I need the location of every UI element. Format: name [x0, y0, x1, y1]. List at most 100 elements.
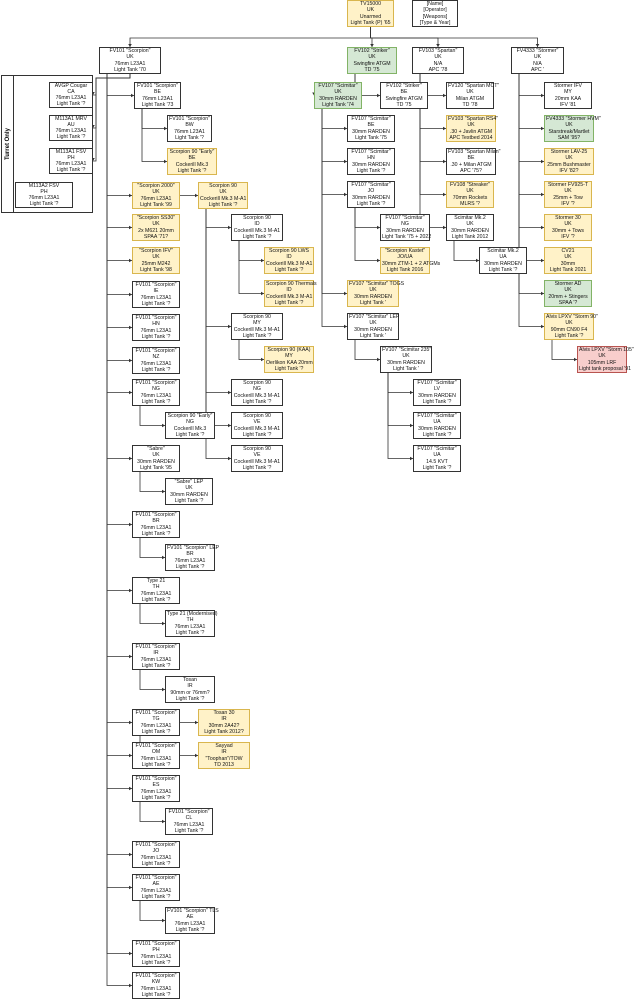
node-line: BR: [152, 518, 160, 525]
node-line: 76mm L23A1: [173, 821, 205, 828]
edge-fv101-tg-arrow: [129, 720, 132, 725]
edge-sc_jo-kastet-arrow: [377, 258, 380, 263]
node-line: UK: [466, 221, 474, 228]
node-line: UK: [152, 452, 160, 459]
edge-br-brlep: [139, 538, 165, 558]
edge-scmk2uk-scmk2ua-arrow: [476, 258, 479, 263]
edge-sc235-sc_ua1-arrow: [410, 423, 413, 428]
edge-scmk2uk-scmk2ua: [453, 241, 479, 261]
node-line: AU: [67, 121, 75, 128]
node-line: "Scorpion 2000": [137, 183, 175, 190]
edge-fv103-streaker-arrow: [443, 192, 446, 197]
node-line: 30mm RARDEN: [354, 326, 392, 333]
node-line: Scorpion 90: [243, 215, 271, 222]
node-line: AE: [186, 914, 194, 921]
edge-fv107uk-sc_hn: [321, 109, 347, 162]
node-line: Oerlikon KAA 20mm: [266, 359, 313, 366]
node-line: Light Tank '?: [141, 761, 171, 768]
node-line: FV4333 "Stormer HVM": [546, 116, 601, 123]
edge-fv101-om: [106, 74, 132, 756]
edge-ir-tosan: [139, 670, 165, 690]
node-line: IE: [153, 288, 159, 295]
node-line: NG: [401, 221, 409, 228]
node-line: Light Tank '?: [141, 893, 171, 900]
node-line: Light Tank '?: [141, 333, 171, 340]
edge-fv103-rs4-arrow: [443, 126, 446, 131]
node-line: UK: [564, 221, 572, 228]
node-line: 30mm 2A42?: [208, 722, 240, 729]
node-line: FV107 "Scimitar": [351, 116, 391, 123]
edge-tv15000-fv4333: [370, 27, 538, 47]
node-line: FV101 "Scorpion": [135, 875, 177, 882]
edge-fv4333-sthvm: [518, 74, 544, 129]
edge-storm90-storm105: [551, 340, 577, 360]
node-line: Swingfire ATGM: [353, 60, 391, 67]
edge-fv4333-sthvm-arrow: [541, 126, 544, 131]
node-line: NG: [152, 386, 160, 393]
edge-sc235-sc_lv-arrow: [410, 390, 413, 395]
node-line: IR: [153, 650, 159, 657]
node-line: ID: [254, 221, 260, 228]
node-line: UK: [565, 320, 573, 327]
node-line: 76mm L23A1: [174, 128, 205, 135]
node-line: Light Tank '?: [56, 167, 86, 174]
node-line: Light Tank '?: [488, 266, 518, 273]
edge-fv107uk-sc_be-arrow: [344, 126, 347, 131]
node-line: FV101 "Scorpion": [135, 743, 177, 750]
edge-ae-aetls-arrow: [162, 918, 165, 923]
node-line: Light Tank '?: [274, 266, 304, 273]
edge-be73-bw-arrow: [164, 126, 167, 131]
node-line: 76mm L23A1: [114, 60, 146, 67]
node-line: [Operator]: [423, 7, 447, 14]
node-line: 30mm RARDEN: [137, 458, 175, 465]
edge-fv101-sabre: [106, 74, 132, 459]
node-line: Light Tank ': [360, 332, 386, 339]
node-line: UK: [565, 122, 573, 129]
node-line: UK: [466, 89, 474, 96]
node-line: BW: [185, 122, 194, 129]
turret-only-label-cell: Turret Only: [2, 76, 14, 212]
node-line: Light Tank '73: [141, 101, 174, 108]
node-line: Cockerill Mk.3 M-A1: [266, 293, 313, 300]
node-line: 76mm L23A1: [174, 557, 206, 564]
edge-s90uk-s90ve1-arrow: [228, 423, 231, 428]
edge-fv107uk-sc_jo: [321, 109, 347, 195]
node-line: PH: [40, 188, 48, 195]
edge-es-cl: [139, 802, 165, 822]
node-line: Light Tank 2012: [451, 233, 489, 240]
node-line: 76mm L23A1: [140, 392, 172, 399]
node-line: "Sabre" LEP: [174, 479, 204, 486]
edge-sc_lep-sc235: [354, 340, 380, 360]
node-line: FV101 "Scorpion": [135, 941, 177, 948]
edge-sc235-sc_ua2: [387, 373, 413, 459]
edge-sc_jo-sc_ng-arrow: [377, 225, 380, 230]
edge-type21-type21m: [139, 604, 165, 624]
node-line: APC Testbed 2014: [449, 134, 493, 141]
node-line: FV103 "Spartan Milan": [448, 149, 501, 156]
node-line: NG: [186, 419, 194, 426]
node-line: 76mm L23A1: [174, 920, 206, 927]
node-line: .30 + Milan ATGM: [450, 161, 492, 168]
node-line: Light Tank '74: [322, 101, 354, 108]
edge-sc_lep-sc235-arrow: [377, 357, 380, 362]
node-line: Light Tank '?: [175, 563, 205, 570]
node-line: 30mm RARDEN: [352, 128, 390, 135]
node-line: M113A1 FSV: [55, 148, 87, 155]
node-line: Stormer LAV-25: [550, 149, 588, 156]
